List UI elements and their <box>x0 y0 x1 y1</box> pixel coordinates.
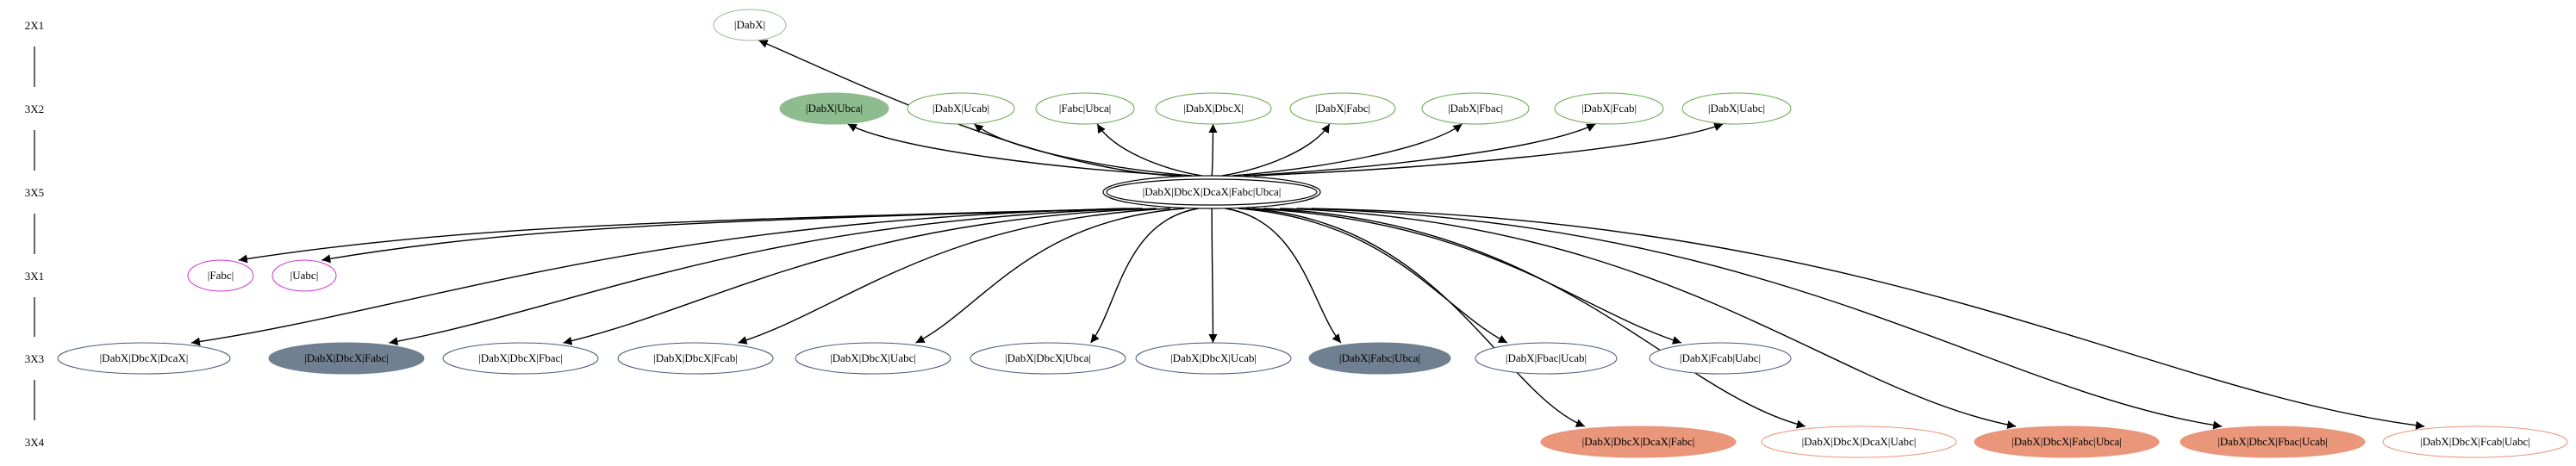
node-o4[interactable]: |DabX|DbcX|Fbac|Ucab| <box>2180 426 2366 458</box>
edge-to-g6 <box>1232 123 1463 177</box>
node-g7[interactable]: |DabX|Fcab| <box>1554 92 1664 125</box>
node-o2[interactable]: |DabX|DbcX|DcaX|Uabc| <box>1761 426 1957 458</box>
edge-to-o2 <box>1263 208 1806 429</box>
edge-to-s2 <box>389 208 1143 346</box>
node-s9[interactable]: |DabX|Fbac|Ucab| <box>1475 342 1618 375</box>
node-s4[interactable]: |DabX|DbcX|Fcab| <box>617 342 774 375</box>
edge-to-g8 <box>1253 122 1724 177</box>
node-label: |DabX|Ubca| <box>806 102 863 115</box>
node-s8[interactable]: |DabX|Fabc|Ubca| <box>1308 342 1451 375</box>
node-label: |Fabc| <box>208 269 234 282</box>
node-label: |DabX|DbcX|Fbac| <box>478 351 563 364</box>
node-label: |DabX|Fabc| <box>1315 102 1370 115</box>
edge-to-o4 <box>1296 208 2223 430</box>
edge-to-g2 <box>974 123 1192 177</box>
node-s7[interactable]: |DabX|DbcX|Ucab| <box>1135 342 1292 375</box>
node-label: |DabX|DbcX|DcaX| <box>100 351 189 364</box>
node-label: |DabX|DbcX|Fcab|Uabc| <box>2420 435 2530 448</box>
edge-to-g4 <box>1208 123 1218 177</box>
edge-to-o1 <box>1245 208 1586 427</box>
edge-to-s1 <box>190 208 1126 346</box>
rank-label-3x2: 3X2 <box>25 103 44 115</box>
edge-to-g3 <box>1096 123 1202 177</box>
node-g3[interactable]: |Fabc|Ubca| <box>1035 92 1135 125</box>
node-center[interactable]: |DabX|DbcX|DcaX|Fabc|Ubca| <box>1102 175 1321 209</box>
node-o5[interactable]: |DabX|DbcX|Fcab|Uabc| <box>2382 426 2568 458</box>
node-m2[interactable]: |Uabc| <box>271 259 337 292</box>
edge-to-g7 <box>1243 123 1596 177</box>
rank-axis: 2X1 3X2 3X5 3X1 3X3 3X4 <box>25 19 45 449</box>
node-label: |DabX|DbcX|DcaX|Fabc|Ubca| <box>1143 185 1282 198</box>
node-m1[interactable]: |Fabc| <box>187 259 254 292</box>
edge-to-s6 <box>1089 208 1199 344</box>
node-label: |DabX|Ucab| <box>932 102 989 115</box>
node-g2[interactable]: |DabX|Ucab| <box>907 92 1015 125</box>
edge-to-s8 <box>1225 208 1342 344</box>
node-s2[interactable]: |DabX|DbcX|Fabc| <box>268 342 425 375</box>
edge-to-s9 <box>1238 208 1508 344</box>
node-s5[interactable]: |DabX|DbcX|Uabc| <box>795 342 951 375</box>
node-label: |DabX|Uabc| <box>1708 102 1765 115</box>
node-label: |DabX|DbcX| <box>1183 102 1244 115</box>
node-label: |DabX|DbcX|Fbac|Ucab| <box>2217 435 2328 448</box>
node-label: |Fabc|Ubca| <box>1059 102 1112 115</box>
edge-to-s5 <box>915 208 1185 344</box>
rank-label-3x4: 3X4 <box>25 436 45 449</box>
rank-label-2x1: 2X1 <box>25 19 44 32</box>
node-label: |DabX|DbcX|DcaX|Fabc| <box>1582 435 1695 448</box>
edge-to-m1 <box>238 208 1133 264</box>
rank-label-3x3: 3X3 <box>25 352 44 365</box>
edge-to-g1 <box>847 123 1182 177</box>
edge-to-g5 <box>1222 123 1331 177</box>
node-label: |DabX|Fabc|Ubca| <box>1339 351 1420 364</box>
node-g1[interactable]: |DabX|Ubca| <box>779 92 889 125</box>
node-g6[interactable]: |DabX|Fbac| <box>1421 92 1530 125</box>
rank-label-3x5: 3X5 <box>25 186 44 199</box>
node-label: |DabX|DbcX|Fcab| <box>653 351 738 364</box>
node-label: |DabX|Fcab|Uabc| <box>1680 351 1761 364</box>
node-label: |DabX|Fcab| <box>1581 102 1637 115</box>
edge-to-o3 <box>1280 208 2017 430</box>
edge-layer <box>190 40 2425 430</box>
node-o1[interactable]: |DabX|DbcX|DcaX|Fabc| <box>1540 426 1737 458</box>
node-label: |Uabc| <box>290 269 319 282</box>
node-label: |DabX|DbcX|Fabc|Ubca| <box>2012 435 2122 448</box>
edge-to-m2 <box>321 208 1139 264</box>
node-label: |DabX|Fbac| <box>1448 102 1503 115</box>
node-label: |DabX|DbcX|Ucab| <box>1170 351 1257 364</box>
node-g4[interactable]: |DabX|DbcX| <box>1155 92 1272 125</box>
node-o3[interactable]: |DabX|DbcX|Fabc|Ubca| <box>1974 426 2160 458</box>
node-s1[interactable]: |DabX|DbcX|DcaX| <box>57 342 231 375</box>
edge-to-s7 <box>1208 208 1218 344</box>
node-g8[interactable]: |DabX|Uabc| <box>1681 92 1792 125</box>
node-n2x1[interactable]: |DabX| <box>713 9 787 41</box>
node-label: |DabX|DbcX|Fabc| <box>304 351 389 364</box>
node-label: |DabX|DbcX|DcaX|Uabc| <box>1802 435 1917 448</box>
node-g5[interactable]: |DabX|Fabc| <box>1289 92 1396 125</box>
node-layer: |DabX|DbcX|DcaX|Fabc|Ubca| |DabX| |DabX|Ub… <box>57 9 2568 458</box>
node-s6[interactable]: |DabX|DbcX|Ubca| <box>970 342 1126 375</box>
node-label: |DabX|DbcX|Ubca| <box>1005 351 1091 364</box>
node-s10[interactable]: |DabX|Fcab|Uabc| <box>1649 342 1792 375</box>
edge-to-s10 <box>1252 208 1682 345</box>
node-label: |DabX|Fbac|Ucab| <box>1506 351 1587 364</box>
node-label: |DabX|DbcX|Uabc| <box>830 351 916 364</box>
edge-to-s3 <box>563 208 1157 345</box>
node-label: |DabX| <box>734 18 765 31</box>
edge-to-s4 <box>738 208 1171 345</box>
edge-to-o5 <box>1311 208 2425 430</box>
node-s3[interactable]: |DabX|DbcX|Fbac| <box>442 342 599 375</box>
rank-label-3x1: 3X1 <box>25 270 44 283</box>
